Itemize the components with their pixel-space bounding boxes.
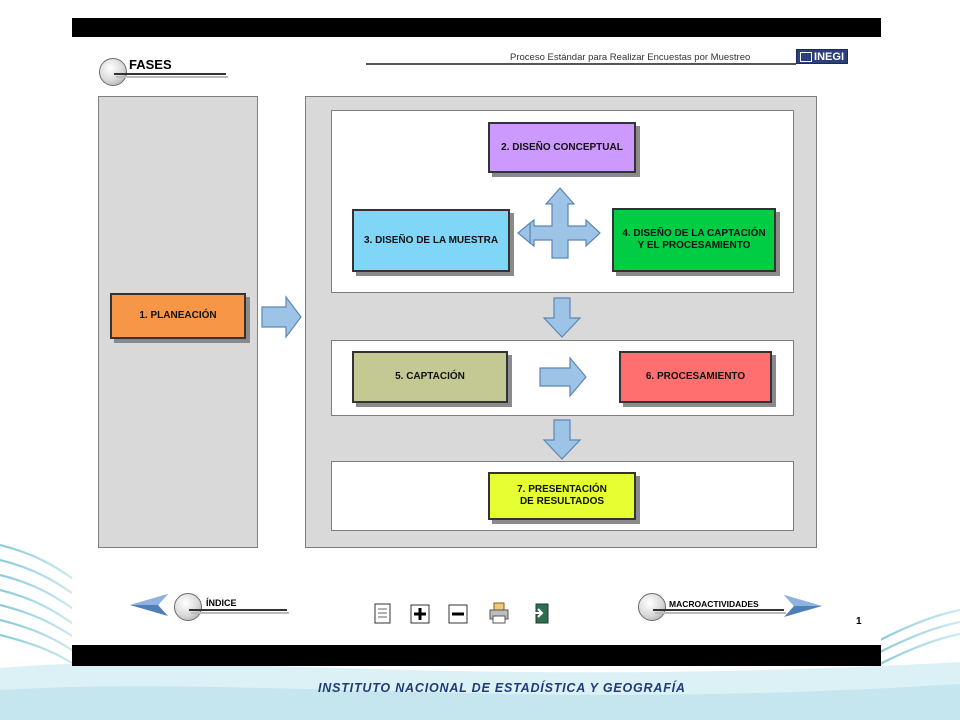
next-badge-icon[interactable] bbox=[638, 593, 666, 621]
zoom-out-icon[interactable] bbox=[448, 604, 468, 624]
document-icon[interactable] bbox=[373, 603, 393, 625]
page-title: FASES bbox=[129, 57, 172, 72]
phase-1-planeacion[interactable]: 1. PLANEACIÓN bbox=[110, 293, 246, 339]
phase-7-label-line2: DE RESULTADOS bbox=[519, 496, 605, 507]
bottom-bar bbox=[72, 645, 881, 666]
header-rule bbox=[366, 63, 796, 65]
index-underline bbox=[189, 609, 287, 611]
phase-5-captacion[interactable]: 5. CAPTACIÓN bbox=[352, 351, 508, 403]
logo-text: INEGI bbox=[814, 50, 844, 63]
page-number: 1 bbox=[856, 616, 862, 627]
phase-5-label: 5. CAPTACIÓN bbox=[395, 371, 465, 382]
phase-6-procesamiento[interactable]: 6. PROCESAMIENTO bbox=[619, 351, 772, 403]
phase-3-label: 3. DISEÑO DE LA MUESTRA bbox=[363, 234, 499, 246]
fases-underline bbox=[114, 73, 226, 75]
slide: FASES Proceso Estándar para Realizar Enc… bbox=[72, 18, 881, 666]
next-underline-shadow bbox=[655, 612, 786, 614]
exit-icon[interactable] bbox=[531, 603, 551, 625]
phase-7-presentacion[interactable]: 7. PRESENTACIÓN DE RESULTADOS bbox=[488, 472, 636, 520]
index-underline-shadow bbox=[191, 612, 289, 614]
phase-6-label: 6. PROCESAMIENTO bbox=[645, 371, 746, 382]
arrow-right-planning bbox=[261, 295, 302, 339]
phase-2-label: 2. DISEÑO CONCEPTUAL bbox=[501, 141, 623, 153]
institution-footer: INSTITUTO NACIONAL DE ESTADÍSTICA Y GEOG… bbox=[318, 681, 686, 695]
forward-arrow-icon[interactable] bbox=[784, 593, 824, 619]
fases-badge-icon bbox=[99, 58, 127, 86]
back-arrow-icon[interactable] bbox=[128, 592, 168, 618]
top-bar bbox=[72, 18, 881, 37]
phase-4-label-line2: Y EL PROCESAMIENTO bbox=[637, 240, 751, 251]
phase-4-label-line1: 4. DISEÑO DE LA CAPTACIÓN bbox=[622, 228, 766, 239]
logo-mark-icon bbox=[800, 52, 812, 62]
phase-7-label-line1: 7. PRESENTACIÓN bbox=[517, 484, 607, 495]
next-underline bbox=[653, 609, 784, 611]
phase-3-diseno-muestra[interactable]: 3. DISEÑO DE LA MUESTRA bbox=[352, 209, 510, 272]
phase-2-diseno-conceptual[interactable]: 2. DISEÑO CONCEPTUAL bbox=[488, 122, 636, 173]
index-badge-icon[interactable] bbox=[174, 593, 202, 621]
inegi-logo: INEGI bbox=[796, 49, 848, 64]
print-icon[interactable] bbox=[488, 602, 510, 624]
zoom-in-icon[interactable] bbox=[410, 604, 430, 624]
macroactividades-link[interactable]: MACROACTIVIDADES bbox=[669, 599, 759, 609]
fases-underline-shadow bbox=[116, 76, 228, 78]
phase-1-label: 1. PLANEACIÓN bbox=[139, 310, 217, 321]
header-subtitle: Proceso Estándar para Realizar Encuestas… bbox=[510, 52, 751, 63]
phase-4-diseno-captacion[interactable]: 4. DISEÑO DE LA CAPTACIÓN Y EL PROCESAMI… bbox=[612, 208, 776, 272]
index-link[interactable]: ÍNDICE bbox=[206, 598, 237, 608]
